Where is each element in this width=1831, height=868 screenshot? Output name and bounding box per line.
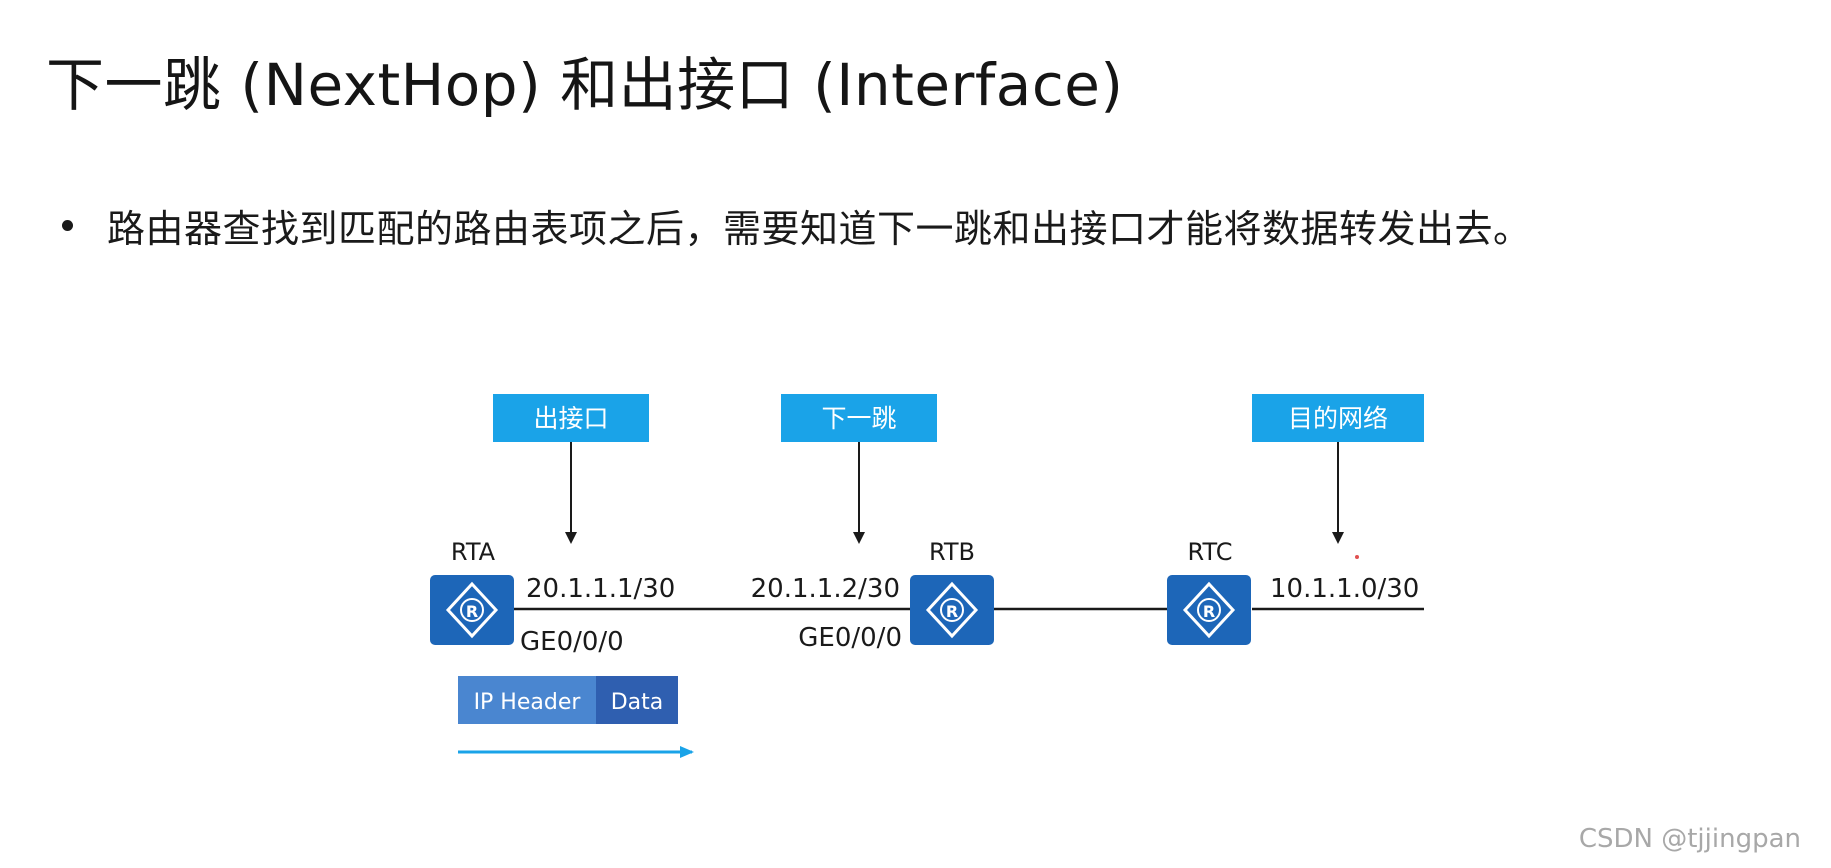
callout-out-interface-label: 出接口: [533, 404, 608, 433]
router-rtb: RTB R: [910, 538, 994, 645]
rta-interface-label: GE0/0/0: [520, 627, 624, 657]
router-icon: R: [910, 575, 994, 645]
router-rtc: RTC R: [1167, 538, 1251, 645]
cursor-dot: [1355, 555, 1359, 559]
packet-data-label: Data: [611, 690, 664, 715]
bullet-text: 路由器查找到匹配的路由表项之后，需要知道下一跳和出接口才能将数据转发出去。: [107, 207, 1532, 251]
packet-data-box: [596, 676, 678, 724]
callout-out-interface-box: [493, 394, 649, 442]
rtb-ip-label: 20.1.1.2/30: [751, 574, 900, 604]
watermark: CSDN @tjjingpan: [1578, 824, 1801, 854]
packet-header-label: IP Header: [474, 690, 582, 715]
packet-header-box: [458, 676, 596, 724]
page-title: 下一跳 (NextHop) 和出接口 (Interface): [46, 51, 1124, 119]
callout-dest-network: 目的网络: [1252, 394, 1424, 544]
bullet-dot-icon: [62, 220, 73, 231]
rta-ip-label: 20.1.1.1/30: [526, 574, 675, 604]
rtb-interface-label: GE0/0/0: [798, 623, 902, 653]
router-icon: R: [430, 575, 514, 645]
ip-packet: IP Header Data: [458, 676, 678, 724]
svg-text:R: R: [946, 602, 958, 621]
callout-next-hop: 下一跳: [781, 394, 937, 544]
router-rta-label: RTA: [451, 538, 496, 566]
callout-out-interface: 出接口: [493, 394, 649, 544]
router-rta: RTA R: [430, 538, 514, 645]
callout-next-hop-label: 下一跳: [821, 404, 896, 433]
router-rtb-label: RTB: [929, 538, 975, 566]
callout-dest-network-box: [1252, 394, 1424, 442]
dest-network-address: 10.1.1.0/30: [1270, 574, 1419, 604]
callout-next-hop-box: [781, 394, 937, 442]
router-rtc-label: RTC: [1188, 538, 1233, 566]
svg-text:R: R: [466, 602, 478, 621]
callout-dest-network-label: 目的网络: [1288, 404, 1388, 433]
svg-text:R: R: [1203, 602, 1215, 621]
router-icon: R: [1167, 575, 1251, 645]
bullet-point: 路由器查找到匹配的路由表项之后，需要知道下一跳和出接口才能将数据转发出去。: [62, 198, 1532, 253]
